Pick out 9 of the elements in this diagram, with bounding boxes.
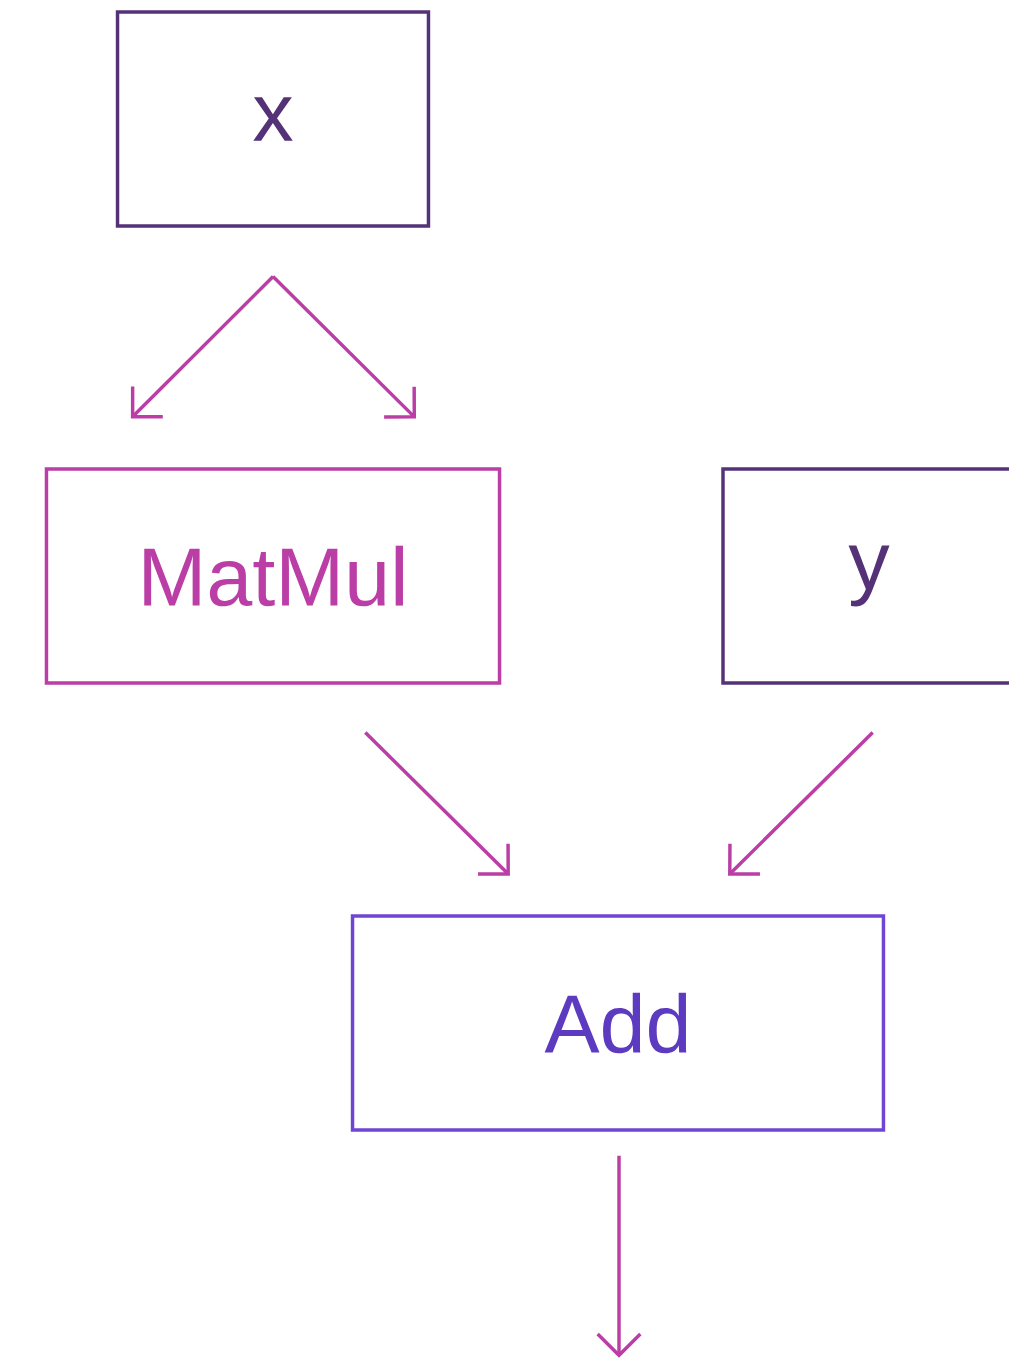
arrow [728,731,874,876]
arrow [130,275,275,419]
process-box: MatMul [44,467,502,685]
process-box: y [721,467,1009,685]
arrow [271,275,417,419]
process-box: Add [350,914,886,1132]
arrow [596,1155,642,1358]
process-box: x [115,10,431,228]
arrow [364,731,510,876]
